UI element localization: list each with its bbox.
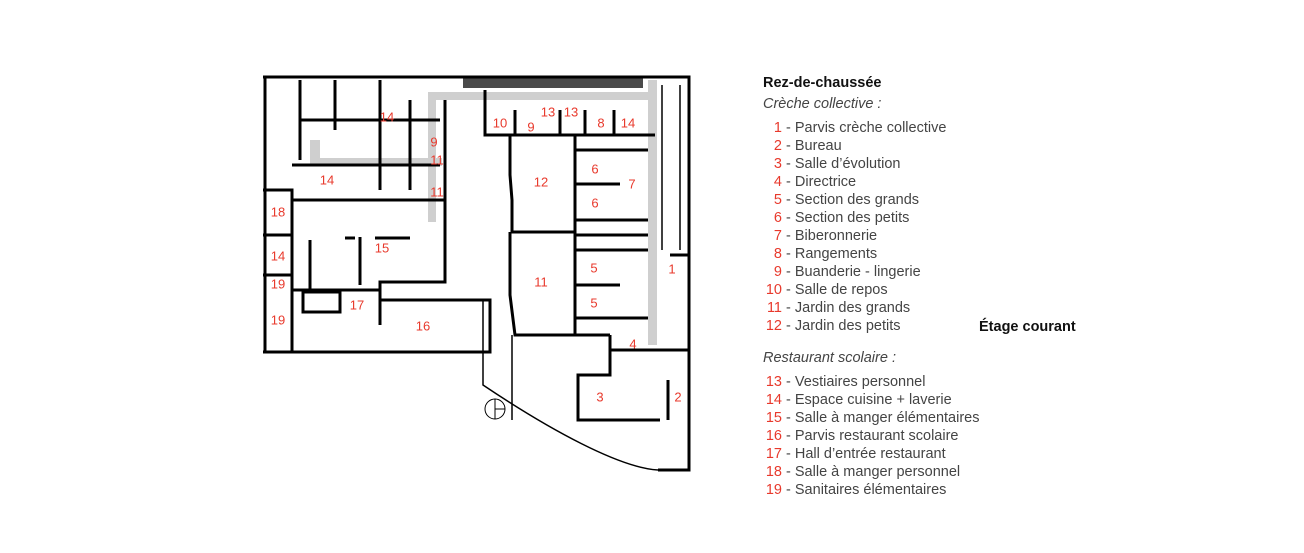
legend-item: 15 - Salle à manger élémentaires xyxy=(763,409,980,427)
legend-number: 10 xyxy=(765,282,782,298)
legend-item: 11 - Jardin des grands xyxy=(763,299,979,317)
legend-number: 2 xyxy=(773,138,782,154)
legend-number: 16 xyxy=(765,428,782,444)
legend-number: 14 xyxy=(765,392,782,408)
legend-item: 2 - Bureau xyxy=(763,137,979,155)
legend-number: 5 xyxy=(773,192,782,208)
legend-label: - Jardin des petits xyxy=(786,318,901,334)
roof-band xyxy=(463,78,643,88)
legend-item: 19 - Sanitaires élémentaires xyxy=(763,481,979,499)
legend-label: - Biberonnerie xyxy=(786,228,878,244)
room-label[interactable]: 8 xyxy=(597,115,604,130)
legend-item: 17 - Hall d’entrée restaurant xyxy=(763,445,979,463)
legend-number: 8 xyxy=(773,246,782,262)
walls xyxy=(263,75,691,472)
legend-number: 19 xyxy=(765,482,782,498)
restaurant-heading: Restaurant scolaire : xyxy=(763,350,896,366)
legend-number: 11 xyxy=(766,300,782,316)
room-label[interactable]: 11 xyxy=(430,184,444,199)
legend-label: - Directrice xyxy=(786,174,857,190)
room-label[interactable]: 1 xyxy=(668,261,675,276)
north-compass-icon xyxy=(484,398,506,420)
legend-item: 7 - Biberonnerie xyxy=(763,227,979,245)
room-label[interactable]: 9 xyxy=(527,119,534,134)
room-label[interactable]: 18 xyxy=(271,204,285,219)
legend-item: 5 - Section des grands xyxy=(763,191,979,209)
legend-title: Rez-de-chaussée xyxy=(763,75,882,91)
legend-label: - Hall d’entrée restaurant xyxy=(786,446,946,462)
legend-number: 4 xyxy=(773,174,782,190)
room-label[interactable]: 16 xyxy=(416,318,430,333)
legend-number: 13 xyxy=(765,374,782,390)
room-label[interactable]: 19 xyxy=(271,276,285,291)
legend-label: - Espace cuisine + laverie xyxy=(786,392,952,408)
legend-item: 13 - Vestiaires personnel xyxy=(763,373,979,391)
legend-item: 8 - Rangements xyxy=(763,245,979,263)
legend-label: - Vestiaires personnel xyxy=(786,374,926,390)
room-label[interactable]: 11 xyxy=(534,274,548,289)
legend-label: - Parvis crèche collective xyxy=(786,120,947,136)
legend-label: - Section des grands xyxy=(786,192,920,208)
legend-label: - Parvis restaurant scolaire xyxy=(786,428,959,444)
legend-number: 9 xyxy=(773,264,782,280)
room-label[interactable]: 9 xyxy=(430,134,437,149)
room-label[interactable]: 3 xyxy=(596,389,603,404)
legend-item: 12 - Jardin des petits xyxy=(763,317,979,335)
corridors xyxy=(310,80,657,345)
room-label[interactable]: 5 xyxy=(590,260,597,275)
legend-item: 6 - Section des petits xyxy=(763,209,979,227)
legend: Rez-de-chaussée Crèche collective : 1 - … xyxy=(763,74,979,499)
legend-label: - Salle de repos xyxy=(786,282,888,298)
legend-item: 1 - Parvis crèche collective xyxy=(763,119,979,137)
room-label[interactable]: 4 xyxy=(629,336,636,351)
room-label[interactable]: 19 xyxy=(271,312,285,327)
room-label[interactable]: 5 xyxy=(590,295,597,310)
room-label[interactable]: 15 xyxy=(375,240,389,255)
legend-item: 18 - Salle à manger personnel xyxy=(763,463,979,481)
legend-label: - Sanitaires élémentaires xyxy=(786,482,947,498)
legend-label: - Bureau xyxy=(786,138,842,154)
creche-heading: Crèche collective : xyxy=(763,96,882,112)
room-label[interactable]: 7 xyxy=(628,176,635,191)
legend-number: 17 xyxy=(765,446,782,462)
room-label[interactable]: 12 xyxy=(534,174,548,189)
room-label[interactable]: 14 xyxy=(621,115,635,130)
legend-label: - Section des petits xyxy=(786,210,910,226)
room-label[interactable]: 14 xyxy=(271,248,285,263)
legend-item: 4 - Directrice xyxy=(763,173,979,191)
legend-number: 1 xyxy=(773,120,782,136)
legend-label: - Salle à manger élémentaires xyxy=(786,410,980,426)
room-label[interactable]: 17 xyxy=(350,297,364,312)
legend-item: 16 - Parvis restaurant scolaire xyxy=(763,427,979,445)
floor-selector-current[interactable]: Étage courant xyxy=(979,319,1076,335)
legend-label: - Rangements xyxy=(786,246,878,262)
legend-label: - Jardin des grands xyxy=(786,300,911,316)
room-label[interactable]: 13 xyxy=(541,104,555,119)
legend-item: 10 - Salle de repos xyxy=(763,281,979,299)
legend-number: 3 xyxy=(773,156,782,172)
legend-label: - Salle d’évolution xyxy=(786,156,901,172)
legend-item: 3 - Salle d’évolution xyxy=(763,155,979,173)
legend-number: 12 xyxy=(765,318,782,334)
room-label[interactable]: 6 xyxy=(591,161,598,176)
legend-number: 15 xyxy=(765,410,782,426)
room-label[interactable]: 10 xyxy=(493,115,507,130)
room-label[interactable]: 6 xyxy=(591,195,598,210)
room-label[interactable]: 11 xyxy=(430,152,444,167)
room-label[interactable]: 2 xyxy=(674,389,681,404)
legend-item: 14 - Espace cuisine + laverie xyxy=(763,391,979,409)
legend-number: 7 xyxy=(773,228,782,244)
legend-number: 6 xyxy=(773,210,782,226)
room-label[interactable]: 14 xyxy=(320,172,334,187)
room-label[interactable]: 13 xyxy=(564,104,578,119)
legend-label: - Salle à manger personnel xyxy=(786,464,961,480)
room-label[interactable]: 14 xyxy=(380,109,394,124)
legend-number: 18 xyxy=(765,464,782,480)
legend-item: 9 - Buanderie - lingerie xyxy=(763,263,979,281)
legend-label: - Buanderie - lingerie xyxy=(786,264,921,280)
